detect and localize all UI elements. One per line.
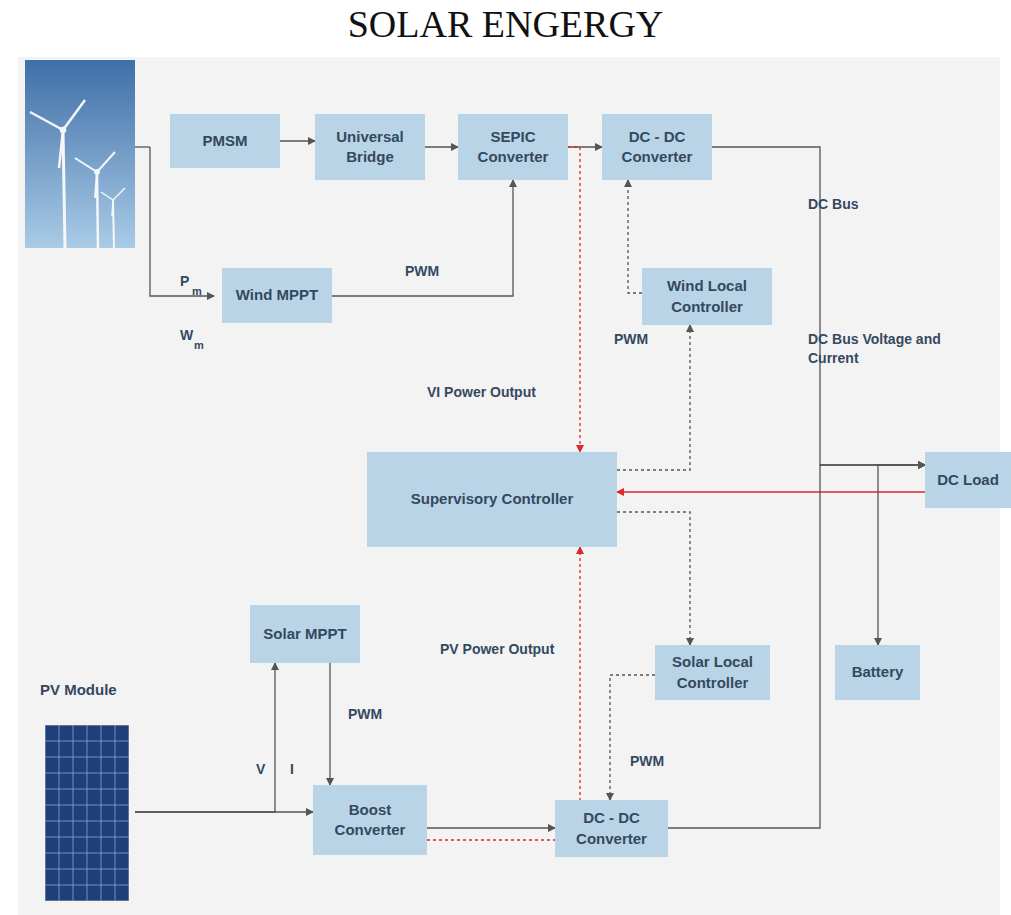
box-label: Solar Local Controller bbox=[661, 652, 764, 693]
signal-label: V bbox=[256, 760, 265, 779]
box-label: DC Load bbox=[937, 470, 999, 490]
process-box: Wind Local Controller bbox=[642, 268, 772, 325]
box-label: SEPIC Converter bbox=[464, 127, 562, 168]
signal-label: P bbox=[180, 272, 189, 291]
edge-label: PV Power Output bbox=[440, 640, 554, 659]
process-box: Universal Bridge bbox=[315, 114, 425, 180]
box-label: Battery bbox=[852, 662, 904, 682]
pv-module-node: PV Module bbox=[40, 680, 135, 905]
signal-label: m bbox=[192, 284, 202, 299]
signal-connector bbox=[568, 146, 602, 147]
box-label: PMSM bbox=[203, 131, 248, 151]
signal-label: I bbox=[290, 760, 294, 779]
process-box: SEPIC Converter bbox=[458, 114, 568, 180]
signal-connector bbox=[135, 663, 275, 812]
solar-panel-illustration bbox=[45, 725, 129, 901]
turbine-feed-wire bbox=[135, 147, 214, 296]
box-label: Supervisory Controller bbox=[411, 489, 574, 509]
process-box: Solar Local Controller bbox=[655, 645, 770, 700]
box-label: DC - DC Converter bbox=[608, 127, 706, 168]
signal-label: PWM bbox=[614, 330, 648, 349]
process-box: Supervisory Controller bbox=[367, 452, 617, 547]
process-box: Battery bbox=[835, 645, 920, 700]
feedback-connector bbox=[427, 547, 580, 840]
process-box: DC - DC Converter bbox=[555, 800, 668, 857]
feedback-connector bbox=[617, 491, 925, 492]
edge-label: PWM bbox=[405, 262, 439, 281]
process-box: Wind MPPT bbox=[222, 268, 332, 323]
process-box: Solar MPPT bbox=[250, 605, 360, 663]
signal-connector bbox=[617, 512, 690, 645]
signal-connector bbox=[280, 140, 315, 141]
signal-connector bbox=[427, 827, 555, 828]
signal-connector bbox=[878, 465, 925, 645]
process-box: DC - DC Converter bbox=[602, 114, 712, 180]
edge-label: PWM bbox=[630, 752, 664, 771]
process-box: DC Load bbox=[925, 452, 1011, 508]
box-label: PV Module bbox=[40, 680, 117, 700]
signal-label: m bbox=[194, 338, 204, 353]
edge-label: PWM bbox=[348, 705, 382, 724]
diagram-title: SOLAR ENGERGY bbox=[0, 2, 1011, 46]
signal-connector bbox=[332, 180, 513, 296]
signal-label: DC Bus bbox=[808, 195, 859, 214]
signal-connector bbox=[628, 180, 642, 293]
signal-connector bbox=[425, 146, 458, 147]
box-label: DC - DC Converter bbox=[561, 808, 662, 849]
process-box: Boost Converter bbox=[313, 785, 427, 855]
signal-connector bbox=[135, 811, 313, 812]
box-label: Universal Bridge bbox=[321, 127, 419, 168]
box-label: Boost Converter bbox=[319, 800, 421, 841]
edge-label: VI Power Output bbox=[427, 383, 536, 402]
box-label: Wind MPPT bbox=[236, 285, 318, 305]
signal-label: DC Bus Voltage and Current bbox=[808, 330, 958, 368]
wind-turbine-illustration bbox=[25, 60, 135, 248]
box-label: Wind Local Controller bbox=[648, 276, 766, 317]
feedback-connector bbox=[568, 147, 580, 452]
signal-connector bbox=[329, 663, 330, 785]
signal-connector bbox=[610, 675, 655, 800]
process-box: PMSM bbox=[170, 114, 280, 168]
box-label: Solar MPPT bbox=[263, 624, 346, 644]
signal-label: W bbox=[180, 326, 193, 345]
